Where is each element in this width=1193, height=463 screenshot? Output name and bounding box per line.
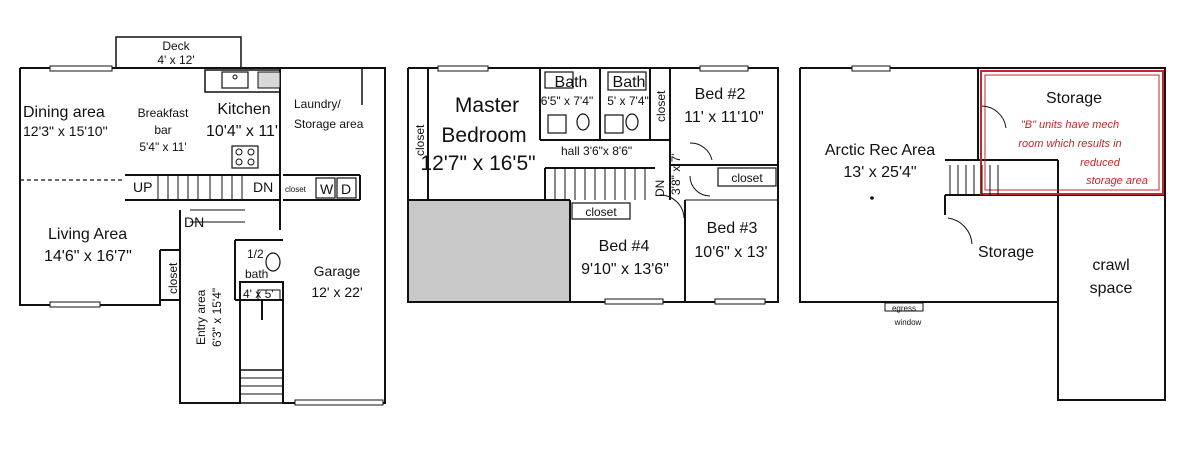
mech-note-line4: storage area bbox=[1086, 175, 1148, 187]
kitchen-label: Kitchen bbox=[217, 101, 270, 118]
egress-label-2: window bbox=[894, 318, 922, 327]
garage-label: Garage bbox=[314, 263, 361, 279]
master-label-1: Master bbox=[455, 94, 519, 117]
dining-label: Dining area bbox=[23, 104, 105, 121]
second-floor-walls bbox=[407, 67, 779, 303]
storage-red-border bbox=[980, 70, 1164, 195]
closet-bed3-label: closet bbox=[731, 171, 763, 185]
mech-note-line2: room which results in bbox=[1018, 138, 1121, 150]
second-dn-label: DN bbox=[653, 180, 667, 197]
entry-size: 6'3" x 15'4" bbox=[210, 288, 224, 347]
dryer-label: D bbox=[341, 181, 351, 197]
bath2-label: Bath bbox=[613, 74, 646, 91]
bath1-label: Bath bbox=[555, 74, 588, 91]
breakfast-size: 5'4" x 11' bbox=[139, 140, 186, 154]
living-label: Living Area bbox=[48, 226, 127, 243]
egress-label-1: egress bbox=[892, 304, 916, 313]
mech-note-line3: reduced bbox=[1080, 157, 1121, 169]
first-floor-plan bbox=[19, 36, 386, 406]
crawl-label-2: space bbox=[1090, 280, 1133, 297]
deck-label: Deck bbox=[162, 39, 190, 53]
bath1-size: 6'5" x 7'4" bbox=[541, 94, 593, 108]
arctic-label: Arctic Rec Area bbox=[825, 142, 935, 159]
half-bath-toilet bbox=[265, 252, 281, 272]
bed2-label: Bed #2 bbox=[695, 86, 746, 103]
bath1-tub bbox=[544, 71, 574, 89]
bath2-tub bbox=[607, 71, 647, 91]
crawl-label-1: crawl bbox=[1092, 257, 1129, 274]
breakfast-label-2: bar bbox=[154, 123, 171, 137]
laundry-label-1: Laundry/ bbox=[294, 97, 341, 111]
half-bath-label-2: bath bbox=[245, 267, 268, 281]
bath2-size: 5' x 7'4" bbox=[607, 94, 649, 108]
storage-top-label: Storage bbox=[1046, 90, 1102, 107]
hall-dim-label: 3'8" x 7' bbox=[669, 153, 683, 195]
stairs-down-label: DN bbox=[253, 179, 273, 195]
closet-small-label: closet bbox=[285, 185, 307, 194]
breakfast-label-1: Breakfast bbox=[138, 106, 189, 120]
closet-bath-label: closet bbox=[654, 90, 668, 122]
master-size: 12'7" x 16'5" bbox=[420, 152, 535, 175]
garage-size: 12' x 22' bbox=[311, 284, 362, 300]
entry-label: Entry area bbox=[194, 289, 208, 345]
closet-bed4-label: closet bbox=[585, 205, 617, 219]
closet-master-label: closet bbox=[413, 124, 427, 156]
dryer-box bbox=[336, 177, 357, 199]
storage-bottom-label: Storage bbox=[978, 244, 1034, 261]
bed3-size: 10'6" x 13' bbox=[694, 244, 767, 261]
half-bath-label-1: 1/2 bbox=[247, 247, 264, 261]
basement-walls bbox=[799, 67, 1166, 401]
kitchen-size: 10'4" x 11' bbox=[206, 123, 278, 140]
washer-box bbox=[315, 177, 336, 199]
hall-label: hall 3'6"x 8'6" bbox=[561, 144, 632, 158]
laundry-label-2: Storage area bbox=[294, 117, 364, 131]
master-label-2: Bedroom bbox=[441, 124, 526, 147]
kitchen-sink bbox=[221, 71, 249, 89]
entry-dn-label: DN bbox=[184, 214, 204, 230]
basement-plan bbox=[799, 65, 1166, 401]
kitchen-stove bbox=[231, 145, 259, 169]
bed2-size: 11' x 11'10" bbox=[684, 109, 764, 126]
deck-size: 4' x 12' bbox=[157, 53, 194, 67]
living-size: 14'6" x 16'7" bbox=[44, 248, 132, 265]
stairs-up-label: UP bbox=[133, 179, 152, 195]
bed4-size: 9'10" x 13'6" bbox=[581, 261, 669, 278]
closet-entry-label: closet bbox=[166, 262, 180, 294]
arctic-size: 13' x 25'4" bbox=[843, 164, 916, 181]
open-to-below bbox=[409, 201, 569, 301]
half-bath-size: 4' x 5' bbox=[243, 287, 274, 301]
bed4-label: Bed #4 bbox=[599, 238, 650, 255]
washer-label: W bbox=[320, 181, 334, 197]
mech-note-line1: "B" units have mech bbox=[1021, 119, 1119, 131]
dining-size: 12'3" x 15'10" bbox=[23, 123, 108, 139]
bed3-label: Bed #3 bbox=[707, 220, 758, 237]
second-floor-plan bbox=[407, 65, 779, 305]
